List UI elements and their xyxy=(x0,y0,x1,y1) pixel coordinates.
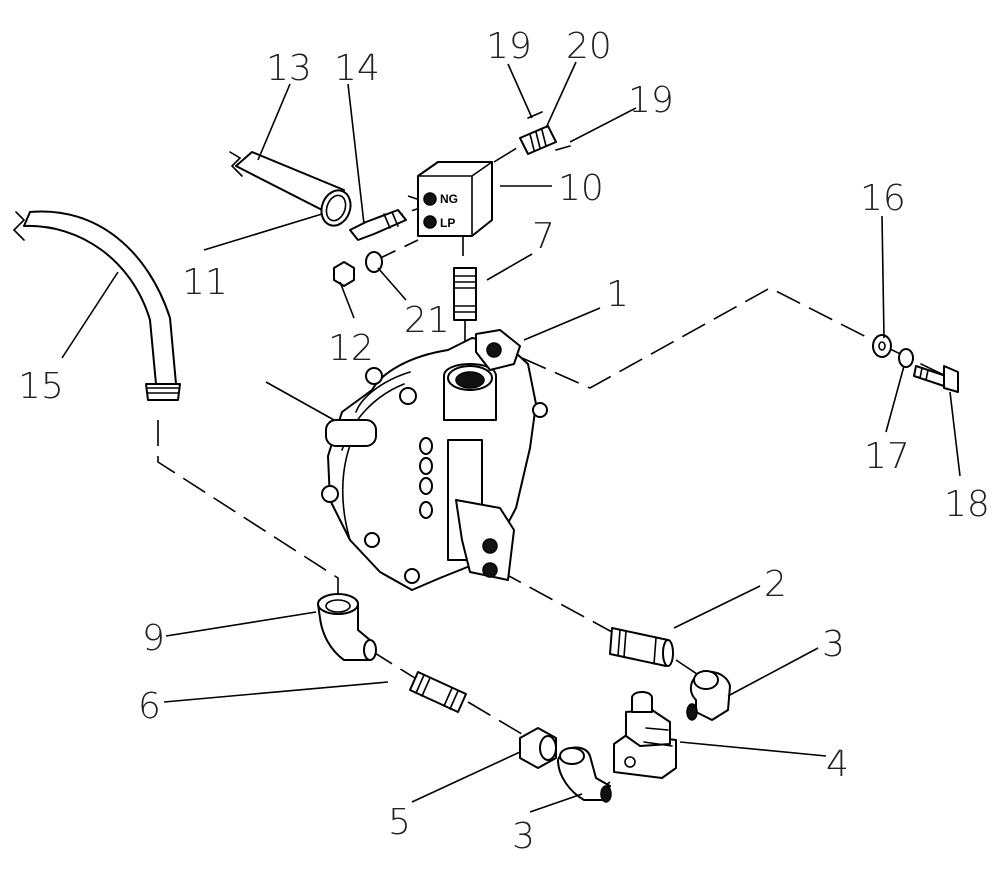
street-elbow-3-lower xyxy=(557,746,612,803)
callout-11: 11 xyxy=(182,262,228,303)
callout-12: 12 xyxy=(328,328,374,369)
callout-14: 14 xyxy=(334,48,380,89)
callout-20: 20 xyxy=(566,26,612,67)
callout-21: 21 xyxy=(404,300,450,341)
selector-block-10: NG LP xyxy=(417,161,493,237)
callout-2: 2 xyxy=(764,564,787,605)
bolt-18 xyxy=(913,365,959,393)
nipple-9 xyxy=(453,267,477,321)
regulator-body-1 xyxy=(321,329,548,591)
assembly-line-7-6-5 xyxy=(369,649,533,741)
barb-fitting-14 xyxy=(349,209,407,241)
nipple-2 xyxy=(609,627,674,667)
callout-18: 18 xyxy=(944,484,990,525)
callout-3-upper: 3 xyxy=(822,624,845,665)
hose-15 xyxy=(12,210,181,401)
callout-15: 15 xyxy=(18,366,64,407)
washer-16 xyxy=(872,334,892,358)
callout-13: 13 xyxy=(266,48,312,89)
leader-lines xyxy=(61,61,961,813)
callout-19-top: 19 xyxy=(486,26,532,67)
hose-13 xyxy=(229,151,345,215)
plug-21 xyxy=(365,251,383,273)
hose-clamp-11 xyxy=(320,189,352,227)
street-elbow-7 xyxy=(317,593,377,661)
street-elbow-3-upper xyxy=(686,670,731,721)
callout-3-lower: 3 xyxy=(512,816,535,857)
lock-washer-17 xyxy=(898,348,914,368)
callout-9: 7 xyxy=(532,216,555,257)
callout-4: 4 xyxy=(826,744,849,785)
callout-10: 10 xyxy=(558,168,604,209)
callout-19-right: 19 xyxy=(628,80,674,121)
callout-labels: 13 14 19 20 19 10 11 7 21 12 1 15 16 17 … xyxy=(18,26,990,857)
callout-5: 5 xyxy=(388,802,411,843)
plug-12 xyxy=(333,261,355,287)
callout-7: 9 xyxy=(142,618,165,659)
spring-20 xyxy=(519,125,557,155)
callout-6: 6 xyxy=(138,686,161,727)
assembly-line-15-7 xyxy=(157,420,339,598)
ng-stamp: NG xyxy=(440,192,458,206)
callout-16: 16 xyxy=(860,178,906,219)
nipple-6 xyxy=(409,671,467,713)
bushing-5 xyxy=(519,727,557,769)
lp-stamp: LP xyxy=(440,216,455,230)
callout-1: 1 xyxy=(606,274,629,315)
callout-17: 17 xyxy=(864,436,910,477)
pin-19-lower xyxy=(555,145,571,151)
pin-19-upper xyxy=(527,111,543,119)
solenoid-valve-4 xyxy=(613,691,677,779)
assembly-line-body-2-3 xyxy=(497,569,701,677)
